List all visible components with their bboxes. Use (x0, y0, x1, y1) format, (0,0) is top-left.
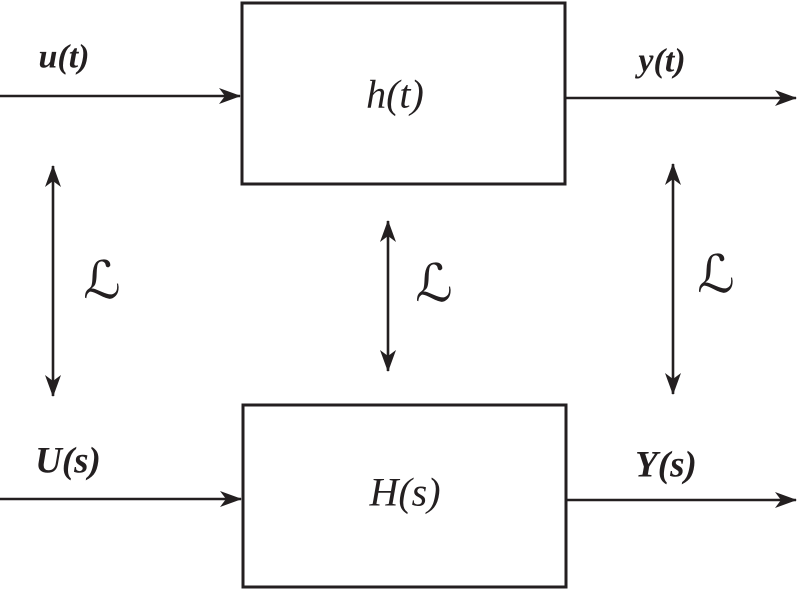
time-input-label: u(t) (39, 39, 90, 76)
time-output-label: y(t) (634, 43, 685, 80)
laplace-symbol-left: ℒ (83, 251, 120, 311)
s-domain-block (241, 403, 568, 589)
time-block-label: h(t) (366, 72, 424, 117)
laplace-symbol-right: ℒ (697, 245, 734, 305)
time-domain-block (240, 1, 567, 186)
laplace-symbol-center: ℒ (415, 254, 452, 314)
s-input-label: U(s) (35, 441, 101, 482)
s-block-label: H(s) (368, 470, 440, 515)
s-output-label: Y(s) (635, 445, 697, 486)
